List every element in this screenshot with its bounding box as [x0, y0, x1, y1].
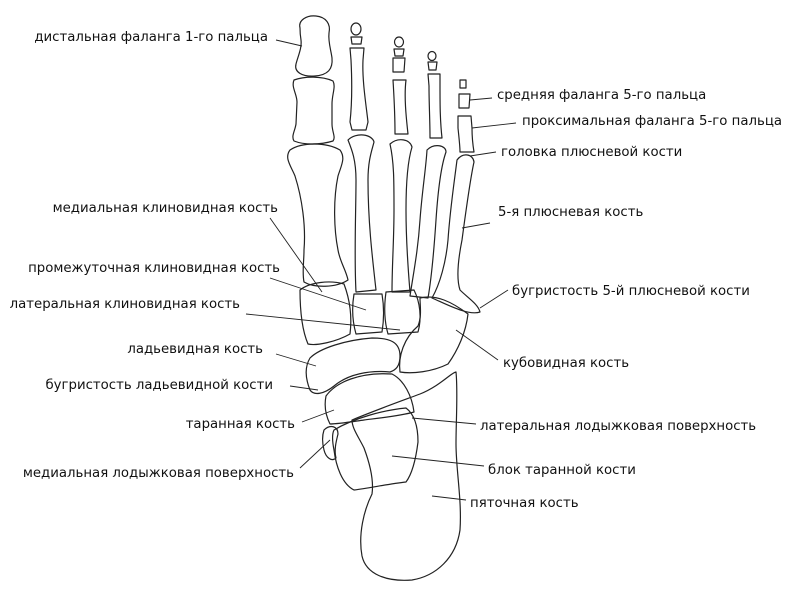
middle-phalanx-3	[393, 48, 405, 57]
label-intermediate-cuneiform: промежуточная клиновидная кость	[28, 261, 280, 276]
talus	[324, 373, 415, 425]
label-talus: таранная кость	[186, 417, 295, 432]
label-navicular: ладьевидная кость	[127, 342, 263, 357]
labels: дистальная фаланга 1-го пальца средняя ф…	[10, 30, 782, 511]
metatarsal-2	[347, 134, 377, 293]
intermediate-cuneiform	[352, 293, 385, 335]
label-proximal-phalanx-5: проксимальная фаланга 5-го пальца	[522, 114, 782, 129]
cuboid	[399, 296, 469, 374]
leader-metatarsal-5	[461, 222, 491, 229]
leader-intermediate-cuneiform	[269, 277, 367, 311]
leader-lateral-cuneiform	[245, 313, 401, 331]
distal-phalanx-2	[350, 22, 362, 36]
label-lateral-cuneiform: латеральная клиновидная кость	[10, 297, 241, 312]
navicular	[305, 337, 401, 395]
leader-proximal-phalanx-5	[471, 122, 517, 129]
leader-tuberosity-metatarsal-5	[479, 289, 509, 309]
middle-phalanx-4	[427, 61, 438, 71]
label-lateral-malleolar-surface: латеральная лодыжковая поверхность	[480, 419, 756, 434]
distal-phalanx-1	[295, 15, 333, 77]
leader-calcaneus	[431, 495, 467, 501]
middle-phalanx-5	[458, 93, 471, 109]
metatarsal-5	[431, 154, 481, 314]
label-medial-malleolar-surface: медиальная лодыжковая поверхность	[23, 466, 294, 481]
label-middle-phalanx-5: средняя фаланга 5-го пальца	[497, 88, 706, 103]
proximal-phalanx-2	[349, 47, 369, 131]
metatarsal-4	[409, 145, 447, 299]
distal-phalanx-3	[393, 36, 405, 48]
label-calcaneus: пяточная кость	[470, 496, 579, 511]
leader-lines	[245, 39, 517, 501]
medial-cuneiform	[299, 281, 352, 346]
label-distal-phalanx-1: дистальная фаланга 1-го пальца	[34, 30, 268, 45]
leader-distal-phalanx-1	[275, 39, 303, 47]
medial-malleolar-surface	[321, 425, 339, 461]
label-metatarsal-5: 5-я плюсневая кость	[498, 205, 643, 220]
proximal-phalanx-5	[457, 115, 475, 153]
leader-talar-trochlea	[391, 455, 485, 467]
leader-medial-cuneiform	[269, 217, 323, 293]
leader-lateral-malleolar-surface	[411, 417, 477, 425]
foot-bones	[287, 15, 481, 581]
proximal-phalanx-3b	[392, 79, 409, 135]
leader-navicular-tuberosity	[289, 385, 319, 391]
metatarsal-1	[287, 143, 349, 287]
label-talar-trochlea: блок таранной кости	[488, 462, 636, 478]
proximal-phalanx-3	[392, 57, 406, 73]
metatarsal-3	[389, 139, 413, 293]
leader-cuboid	[455, 329, 499, 361]
leader-navicular	[275, 353, 317, 367]
label-cuboid: кубовидная кость	[503, 355, 629, 371]
leader-medial-malleolar-surface	[299, 439, 331, 469]
distal-phalanx-4	[427, 50, 437, 62]
label-tuberosity-metatarsal-5: бугристость 5-й плюсневой кости	[512, 283, 750, 299]
leader-metatarsal-head	[469, 151, 497, 157]
lateral-cuneiform	[384, 289, 421, 335]
proximal-phalanx-4	[427, 73, 443, 139]
middle-phalanx-2	[350, 36, 363, 45]
proximal-phalanx-1	[292, 76, 335, 145]
label-navicular-tuberosity: бугристость ладьевидной кости	[45, 377, 273, 393]
distal-phalanx-5	[459, 79, 467, 89]
talar-trochlea	[331, 407, 419, 491]
label-medial-cuneiform: медиальная клиновидная кость	[53, 201, 279, 216]
calcaneus	[351, 371, 461, 581]
label-metatarsal-head: головка плюсневой кости	[501, 145, 682, 160]
leader-talus	[301, 409, 335, 423]
leader-middle-phalanx-5	[469, 97, 493, 101]
